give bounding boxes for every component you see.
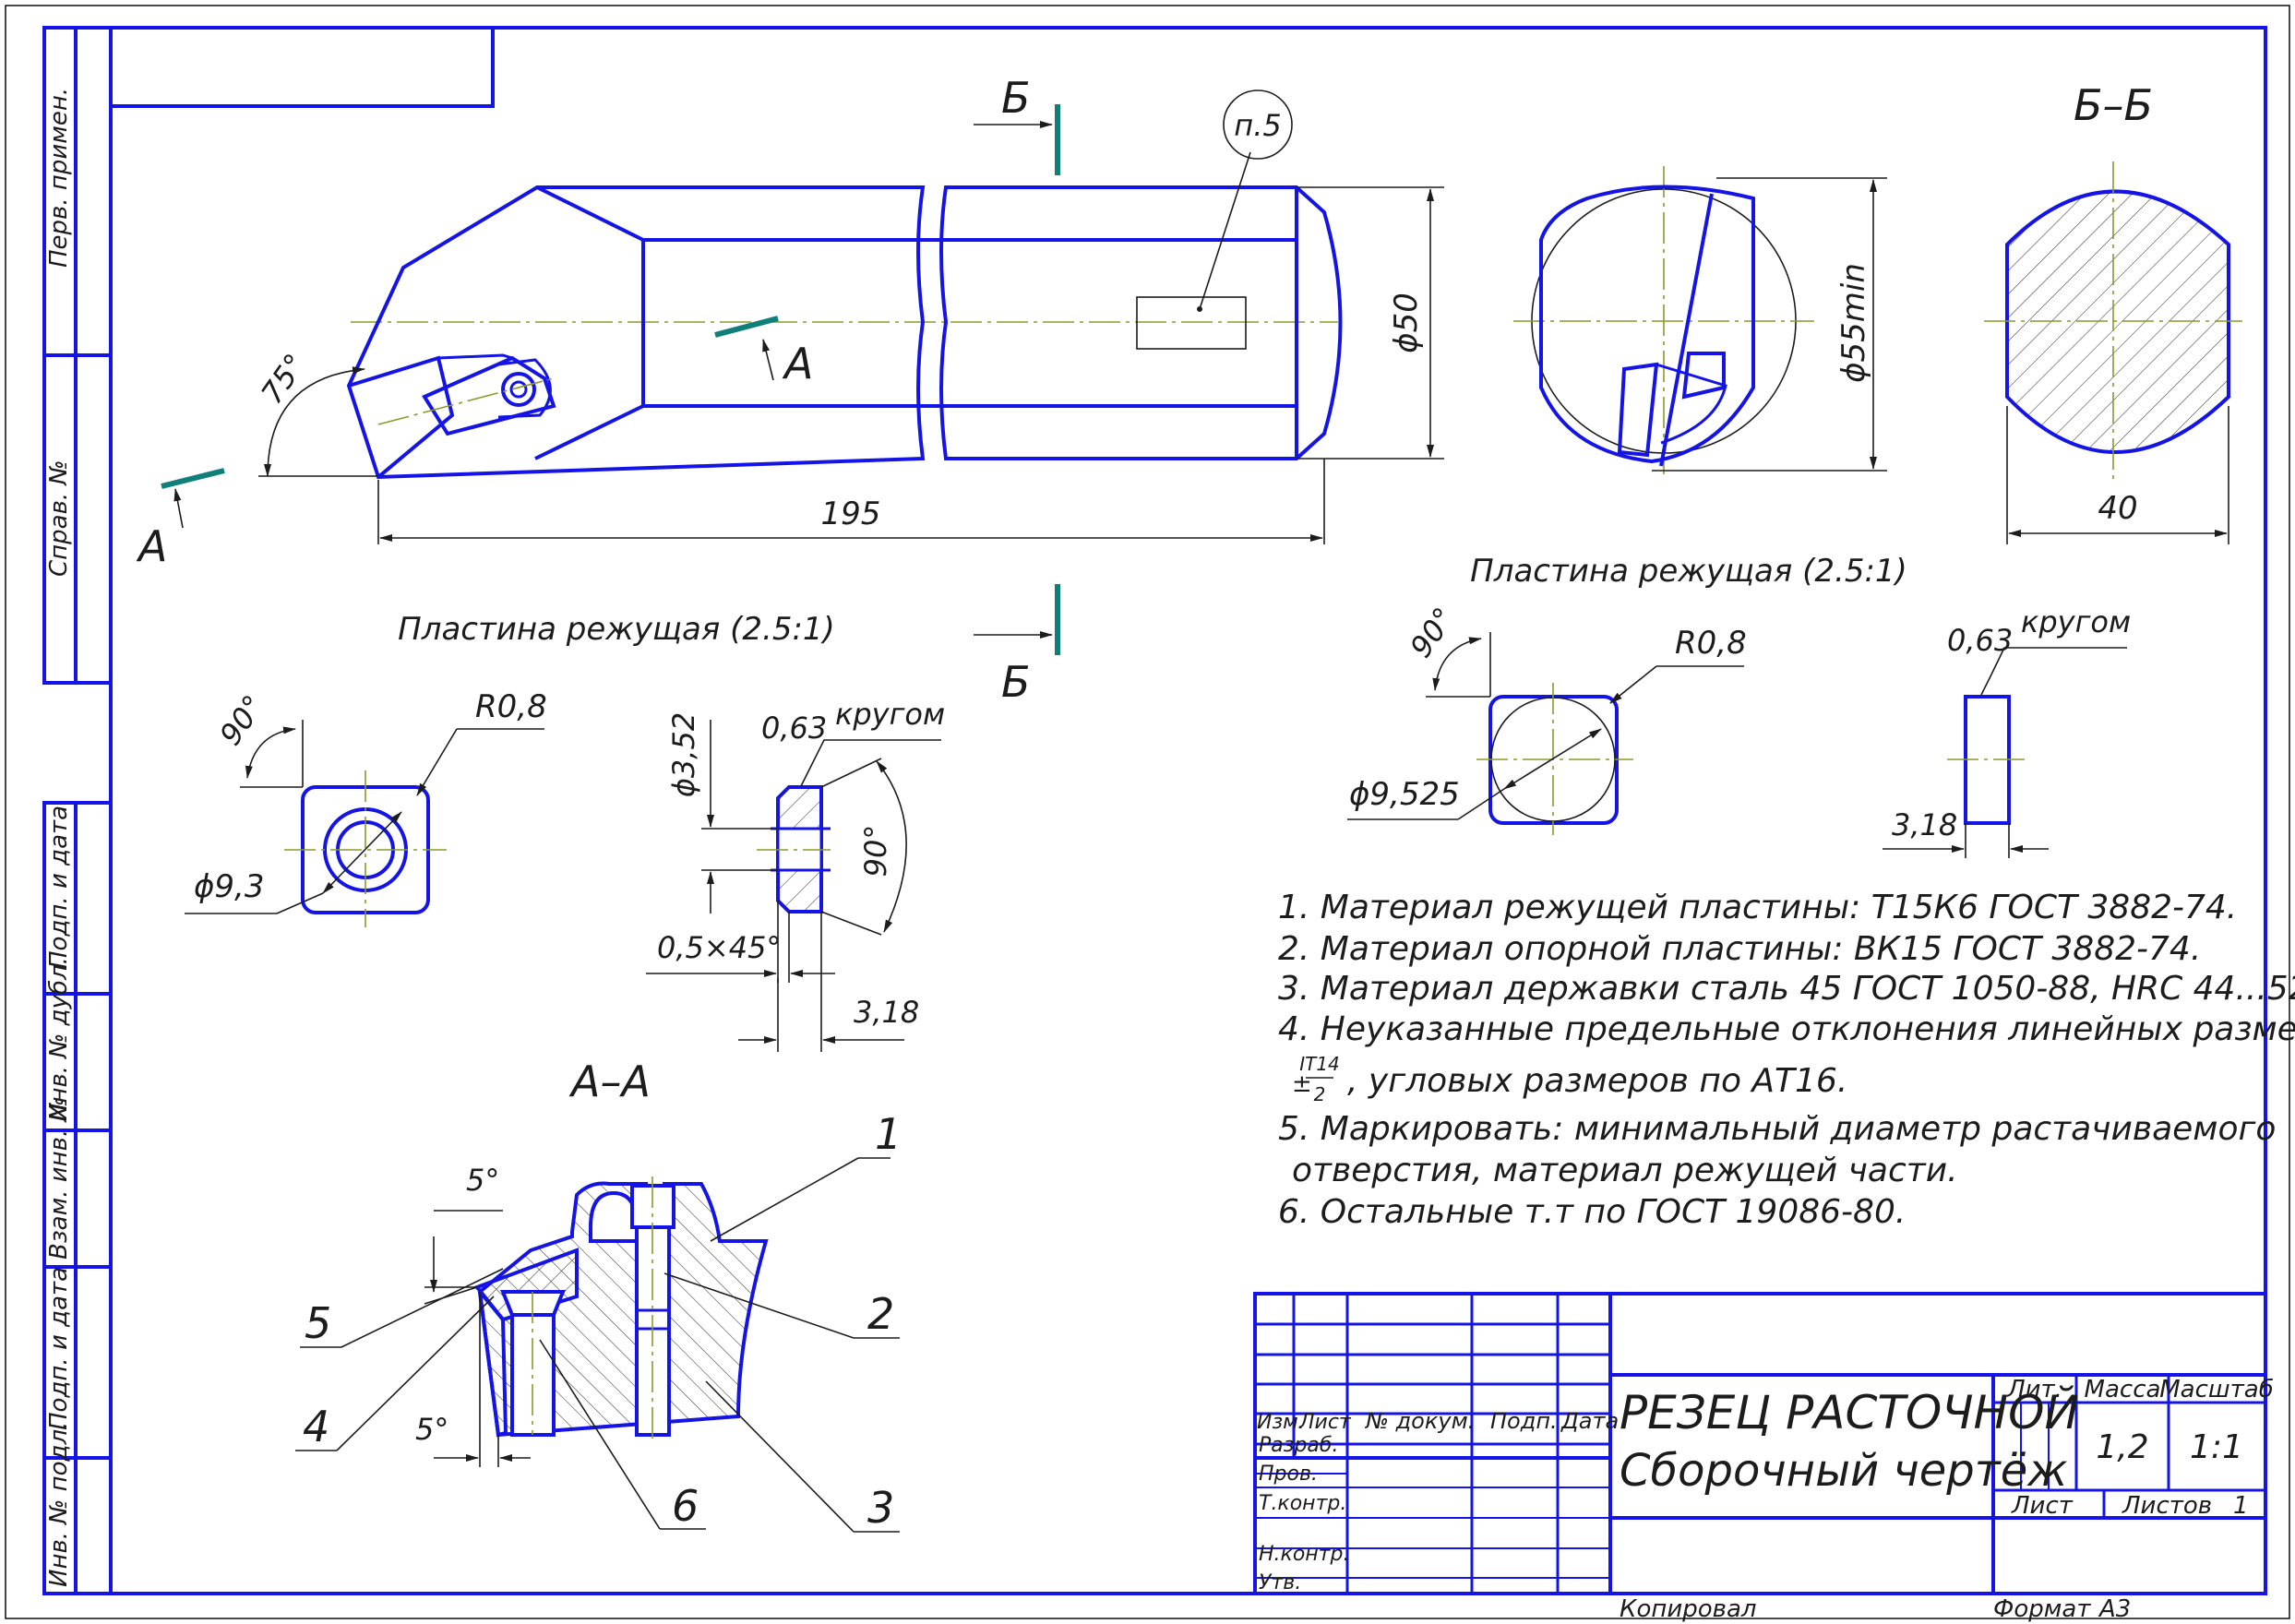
- cut-b-top: Б: [1001, 73, 1031, 123]
- callout-6: 6: [672, 1481, 699, 1531]
- insert-left-caption: Пластина режущая (2.5:1): [398, 611, 835, 648]
- title-block: Изм. Лист № докум. Подп. Дата Разраб. Пр…: [1253, 1292, 2274, 1623]
- cut-a-right: А: [782, 339, 813, 388]
- callout-2: 2: [867, 1289, 894, 1339]
- cut-a-left: А: [136, 521, 167, 571]
- note-2: 2. Материал опорной пластины: ВК15 ГОСТ …: [1278, 930, 2201, 968]
- dim-angle-75: 75°: [254, 347, 313, 410]
- insert-right-radius: R0,8: [1675, 625, 1747, 662]
- tb-sheets: Листов: [2122, 1492, 2212, 1520]
- stamp-inv-podl: Инв. № подл.: [45, 1422, 73, 1587]
- technical-notes: 1. Материал режущей пластины: Т15К6 ГОСТ…: [1278, 889, 2295, 1231]
- tb-mass: Масса: [2085, 1376, 2161, 1403]
- insert-right-side: 0,63 кругом 3,18: [1883, 604, 2131, 858]
- stamp-sprav-no: Справ. №: [45, 460, 73, 577]
- insert-left-radius: R0,8: [475, 688, 547, 725]
- insert-right-rough: 0,63: [1947, 623, 2013, 658]
- tb-sheet: Лист: [2011, 1492, 2074, 1520]
- dim-length: 195: [821, 496, 881, 532]
- insert-left-rough: 0,63: [761, 710, 827, 746]
- sheet-frame: [5, 5, 2290, 1619]
- tb-mass-value: 1,2: [2096, 1428, 2148, 1466]
- drawing-subtitle: Сборочный чертёж: [1620, 1445, 2068, 1497]
- stamp-inv-dubl: Инв. № дубл.: [45, 957, 73, 1121]
- end-view: ϕ55min: [1513, 166, 1887, 480]
- note-5: 5. Маркировать: минимальный диаметр раст…: [1278, 1110, 2276, 1148]
- note-3: 3. Материал державки сталь 45 ГОСТ 1050-…: [1278, 970, 2295, 1008]
- insert-right-caption: Пластина режущая (2.5:1): [1470, 553, 1907, 590]
- note-4-cont: , угловых размеров по АТ16.: [1347, 1062, 1847, 1100]
- tb-header-list: Лист: [1298, 1411, 1352, 1434]
- note-4: 4. Неуказанные предельные отклонения лин…: [1278, 1010, 2295, 1048]
- tb-format: Формат: [1993, 1595, 2091, 1623]
- tb-header-data: Дата: [1560, 1408, 1619, 1434]
- tb-role-razrab: Разраб.: [1259, 1434, 1338, 1457]
- insert-left-hole: ϕ3,52: [666, 712, 701, 797]
- tolerance-num: IT14: [1299, 1053, 1340, 1075]
- tolerance-den: 2: [1314, 1083, 1326, 1105]
- insert-right-view: Пластина режущая (2.5:1) ϕ9,525 R0,8 90°: [1347, 553, 1907, 835]
- tb-role-tkontr: Т.контр.: [1259, 1492, 1346, 1515]
- stamp-vzam-inv: Взам. инв. №: [45, 1096, 73, 1260]
- side-stamp: Перв. примен. Справ. № Подп. и дата Инв.…: [45, 88, 73, 1587]
- callout-3: 3: [867, 1483, 894, 1533]
- insert-left-diameter: ϕ9,3: [194, 868, 265, 905]
- insert-right-diameter: ϕ9,525: [1349, 776, 1460, 813]
- insert-left-side: ϕ3,52 0,63 кругом 90° 0,5×45° 3,18: [646, 697, 945, 1052]
- tb-role-utv: Утв.: [1259, 1571, 1301, 1594]
- insert-left-angle: 90°: [212, 688, 271, 751]
- main-view: п.5 195 ϕ50 75° А А Б Б: [136, 73, 1444, 707]
- tb-header-podp: Подп.: [1490, 1408, 1558, 1434]
- tb-format-value: А3: [2098, 1595, 2131, 1623]
- section-b-b-title: Б–Б: [2074, 80, 2153, 130]
- insert-right-angle: 90°: [1403, 601, 1462, 663]
- cut-b-bottom: Б: [1001, 657, 1031, 707]
- tb-header-izm: Изм.: [1257, 1411, 1305, 1434]
- insert-left-chamfer: 0,5×45°: [657, 930, 781, 965]
- note-5-cont: отверстия, материал режущей части.: [1292, 1152, 1958, 1189]
- mark-ref-label: п.5: [1234, 108, 1281, 143]
- insert-left-side-angle: 90°: [858, 825, 893, 878]
- insert-right-rough-note: кругом: [2021, 604, 2131, 639]
- callout-4: 4: [303, 1402, 329, 1451]
- dim-width: 40: [2098, 490, 2137, 527]
- section-angle-top: 5°: [466, 1163, 499, 1198]
- drawing-title: РЕЗЕЦ РАСТОЧНОЙ: [1620, 1385, 2079, 1439]
- insert-left-thickness: 3,18: [854, 995, 919, 1030]
- callout-5: 5: [305, 1298, 331, 1348]
- tb-copied: Копировал: [1620, 1595, 1757, 1623]
- note-1: 1. Материал режущей пластины: Т15К6 ГОСТ…: [1278, 889, 2237, 926]
- tb-lit: Лит.: [2006, 1376, 2062, 1403]
- section-a-a: А–А 5° 5° 1 2 3 4 5: [295, 1057, 902, 1533]
- tb-header-dokum: № докум.: [1364, 1408, 1475, 1434]
- stamp-perv-primen: Перв. примен.: [45, 88, 73, 268]
- dim-min-bore: ϕ55min: [1835, 263, 1872, 383]
- tb-scale: Масштаб: [2159, 1376, 2274, 1403]
- note-6: 6. Остальные т.т по ГОСТ 19086-80.: [1278, 1193, 1906, 1231]
- section-a-a-title: А–А: [568, 1057, 651, 1106]
- insert-right-thickness: 3,18: [1892, 807, 1957, 842]
- section-angle-bottom: 5°: [415, 1412, 448, 1447]
- section-b-b: Б–Б 40: [1984, 80, 2242, 544]
- insert-left-rough-note: кругом: [835, 697, 945, 732]
- callout-1: 1: [875, 1109, 902, 1159]
- dim-diameter: ϕ50: [1388, 293, 1425, 353]
- stamp-podp-data-1: Подп. и дата: [45, 806, 73, 969]
- tb-scale-value: 1:1: [2190, 1428, 2243, 1466]
- insert-left-view: Пластина режущая (2.5:1) ϕ9,3 R0,8 90°: [185, 611, 835, 927]
- tb-sheets-value: 1: [2233, 1492, 2249, 1520]
- stamp-podp-data-2: Подп. и дата: [45, 1267, 73, 1430]
- tb-role-prov: Пров.: [1259, 1463, 1318, 1486]
- tb-role-nkontr: Н.контр.: [1259, 1543, 1349, 1566]
